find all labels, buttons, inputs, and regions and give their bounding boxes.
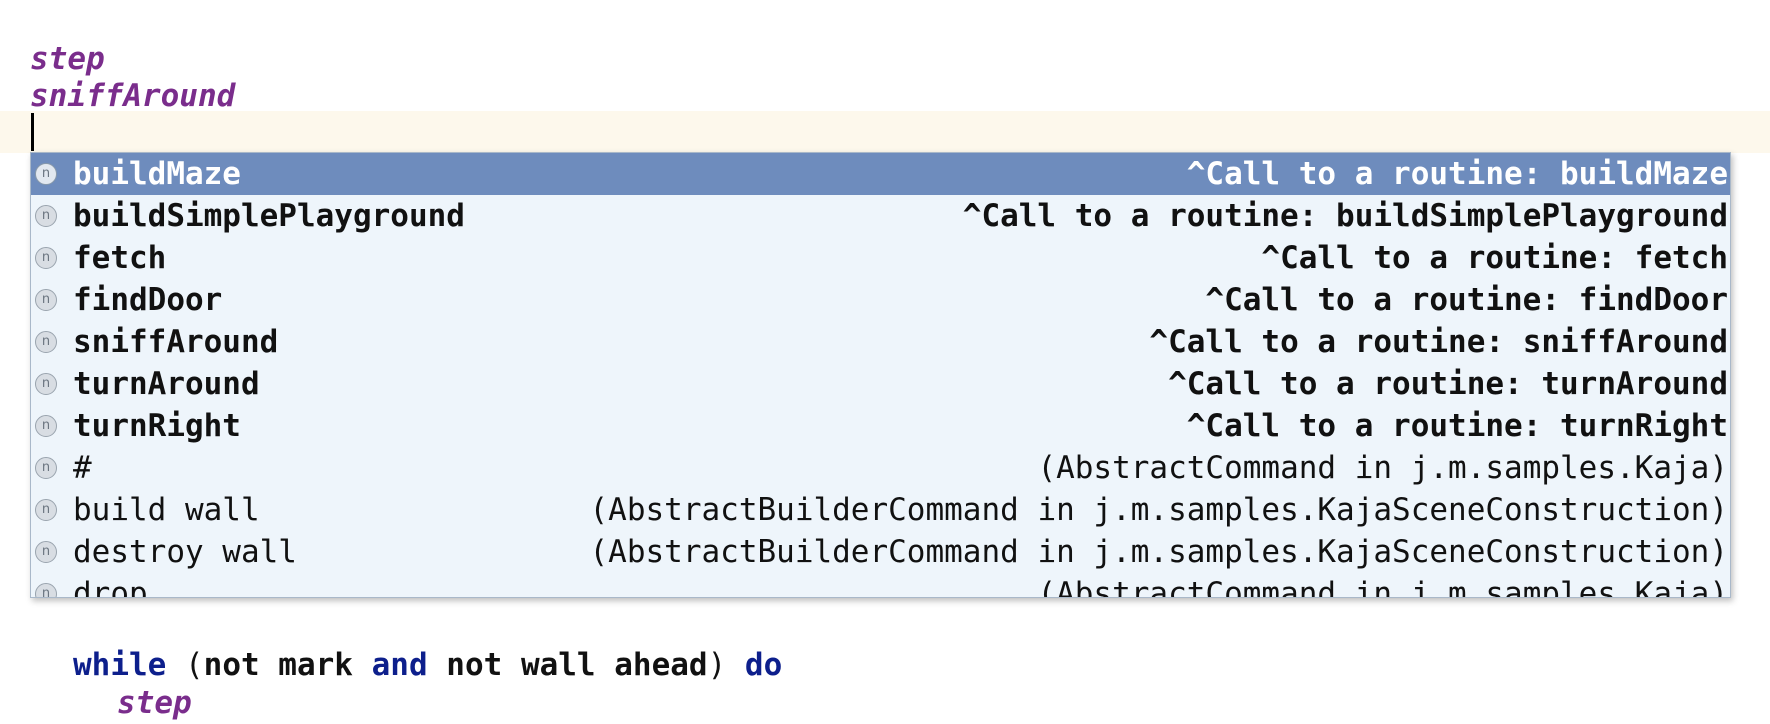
- completion-item-detail: ^Call to a routine: buildSimplePlaygroun…: [962, 198, 1728, 234]
- node-icon: n: [35, 205, 57, 227]
- text-caret: [31, 113, 34, 151]
- routine-call-sniffaround: sniffAround: [30, 78, 236, 114]
- node-icon: n: [35, 457, 57, 479]
- close-paren: ): [707, 647, 745, 683]
- node-icon: n: [35, 541, 57, 563]
- node-icon: n: [35, 499, 57, 521]
- condition-not-wall-ahead: not wall ahead: [427, 647, 708, 683]
- completion-item-name: destroy wall: [73, 534, 297, 570]
- code-line-while[interactable]: while (not mark and not wall ahead) do: [0, 602, 1770, 683]
- code-line-step[interactable]: step: [0, 0, 1770, 77]
- completion-item[interactable]: n turnAround ^Call to a routine: turnAro…: [31, 363, 1730, 405]
- completion-item[interactable]: n turnRight ^Call to a routine: turnRigh…: [31, 405, 1730, 447]
- completion-item-name: turnAround: [73, 366, 260, 402]
- keyword-while: while: [73, 647, 167, 683]
- routine-call-step: step: [30, 41, 105, 77]
- completion-item-detail: ^Call to a routine: turnRight: [1186, 408, 1728, 444]
- node-icon: n: [35, 163, 57, 185]
- code-line-step-inner[interactable]: step: [0, 640, 1770, 721]
- completion-item-name: findDoor: [73, 282, 223, 318]
- completion-item-detail: ^Call to a routine: sniffAround: [1149, 324, 1728, 360]
- completion-item-name: buildMaze: [73, 156, 241, 192]
- completion-item-name: build wall: [73, 492, 260, 528]
- completion-item[interactable]: n build wall (AbstractBuilderCommand in …: [31, 489, 1730, 531]
- node-icon: n: [35, 415, 57, 437]
- code-completion-popup[interactable]: n buildMaze ^Call to a routine: buildMaz…: [30, 152, 1731, 598]
- keyword-do: do: [744, 647, 783, 683]
- completion-item-detail: ^Call to a routine: turnAround: [1168, 366, 1728, 402]
- while-statement: while (not mark and not wall ahead) do: [73, 644, 782, 686]
- completion-item-name: #: [73, 450, 92, 486]
- node-icon: n: [35, 583, 57, 597]
- completion-item-detail: (AbstractCommand in j.m.samples.Kaja): [1037, 576, 1728, 598]
- node-icon: n: [35, 373, 57, 395]
- completion-item[interactable]: n findDoor ^Call to a routine: findDoor: [31, 279, 1730, 321]
- node-icon: n: [35, 289, 57, 311]
- keyword-and: and: [352, 647, 428, 683]
- completion-item-detail: ^Call to a routine: buildMaze: [1186, 156, 1728, 192]
- node-icon: n: [35, 247, 57, 269]
- condition-not-mark: not mark: [203, 647, 353, 683]
- completion-item[interactable]: n destroy wall (AbstractBuilderCommand i…: [31, 531, 1730, 573]
- completion-item-detail: (AbstractCommand in j.m.samples.Kaja): [1037, 450, 1728, 486]
- node-icon: n: [35, 331, 57, 353]
- current-line-highlight[interactable]: [0, 111, 1770, 153]
- completion-item-detail: (AbstractBuilderCommand in j.m.samples.K…: [589, 534, 1728, 570]
- code-line-sniffaround[interactable]: sniffAround: [0, 33, 1770, 114]
- completion-item-name: turnRight: [73, 408, 241, 444]
- completion-item[interactable]: n drop (AbstractCommand in j.m.samples.K…: [31, 573, 1730, 598]
- completion-item-detail: (AbstractBuilderCommand in j.m.samples.K…: [589, 492, 1728, 528]
- open-paren: (: [166, 647, 204, 683]
- completion-item[interactable]: n buildSimplePlayground ^Call to a routi…: [31, 195, 1730, 237]
- completion-item-name: sniffAround: [73, 324, 279, 360]
- completion-item[interactable]: n buildMaze ^Call to a routine: buildMaz…: [31, 153, 1730, 195]
- completion-item-name: buildSimplePlayground: [73, 198, 465, 234]
- completion-item-name: fetch: [73, 240, 167, 276]
- completion-item-name: drop: [73, 576, 148, 598]
- completion-item[interactable]: n # (AbstractCommand in j.m.samples.Kaja…: [31, 447, 1730, 489]
- routine-call-step: step: [117, 685, 192, 721]
- completion-item-detail: ^Call to a routine: findDoor: [1205, 282, 1728, 318]
- completion-item-detail: ^Call to a routine: fetch: [1261, 240, 1728, 276]
- completion-item[interactable]: n sniffAround ^Call to a routine: sniffA…: [31, 321, 1730, 363]
- completion-item[interactable]: n fetch ^Call to a routine: fetch: [31, 237, 1730, 279]
